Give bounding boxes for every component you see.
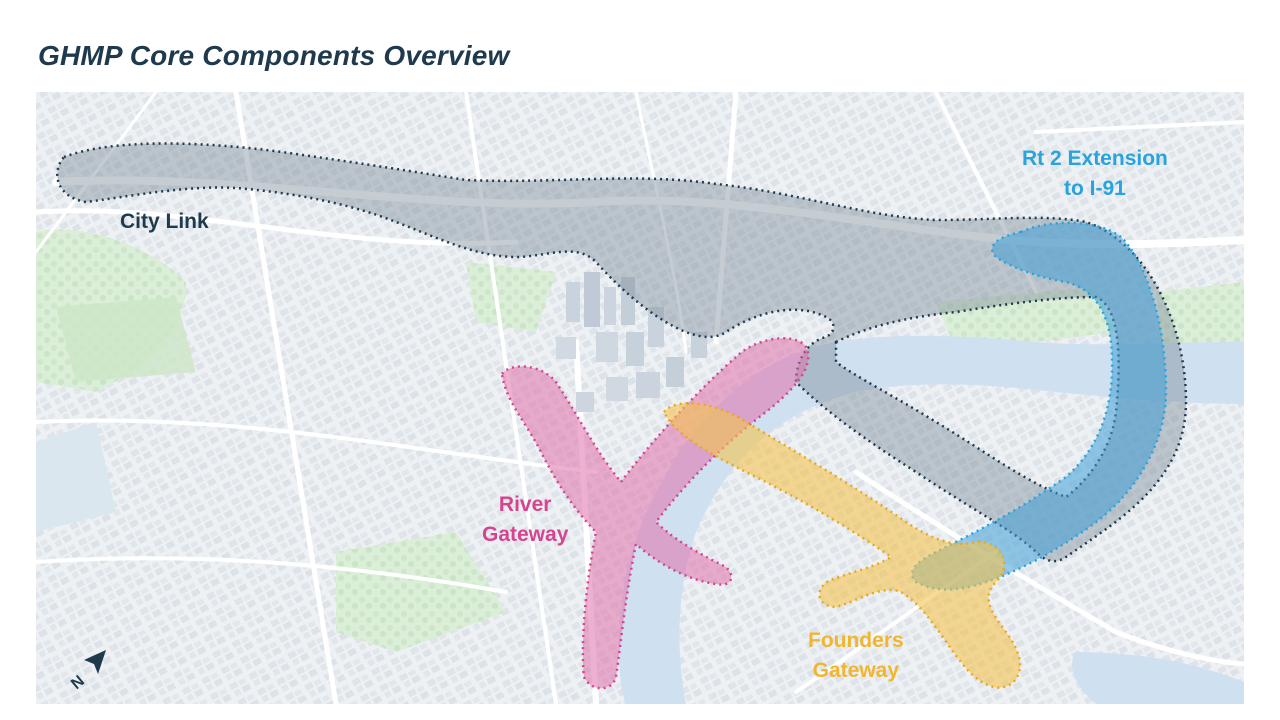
river-gateway-label: River Gateway — [482, 493, 569, 546]
river-tributary — [1072, 652, 1244, 704]
downtown-buildings — [556, 272, 707, 412]
map-panel[interactable] — [36, 92, 1244, 704]
page-title: GHMP Core Components Overview — [38, 40, 510, 71]
map-canvas — [36, 92, 1244, 704]
founders-gateway-label: Founders Gateway — [808, 629, 904, 682]
founders-gateway-corridor[interactable] — [662, 402, 1022, 689]
city-link-corridor[interactable] — [56, 142, 1188, 563]
river — [618, 335, 1244, 704]
rt2-extension-label: Rt 2 Extension to I-91 — [1022, 147, 1168, 200]
north-arrow-icon: N — [64, 648, 112, 693]
svg-text:N: N — [68, 673, 88, 692]
city-link-label: City Link — [120, 210, 209, 233]
